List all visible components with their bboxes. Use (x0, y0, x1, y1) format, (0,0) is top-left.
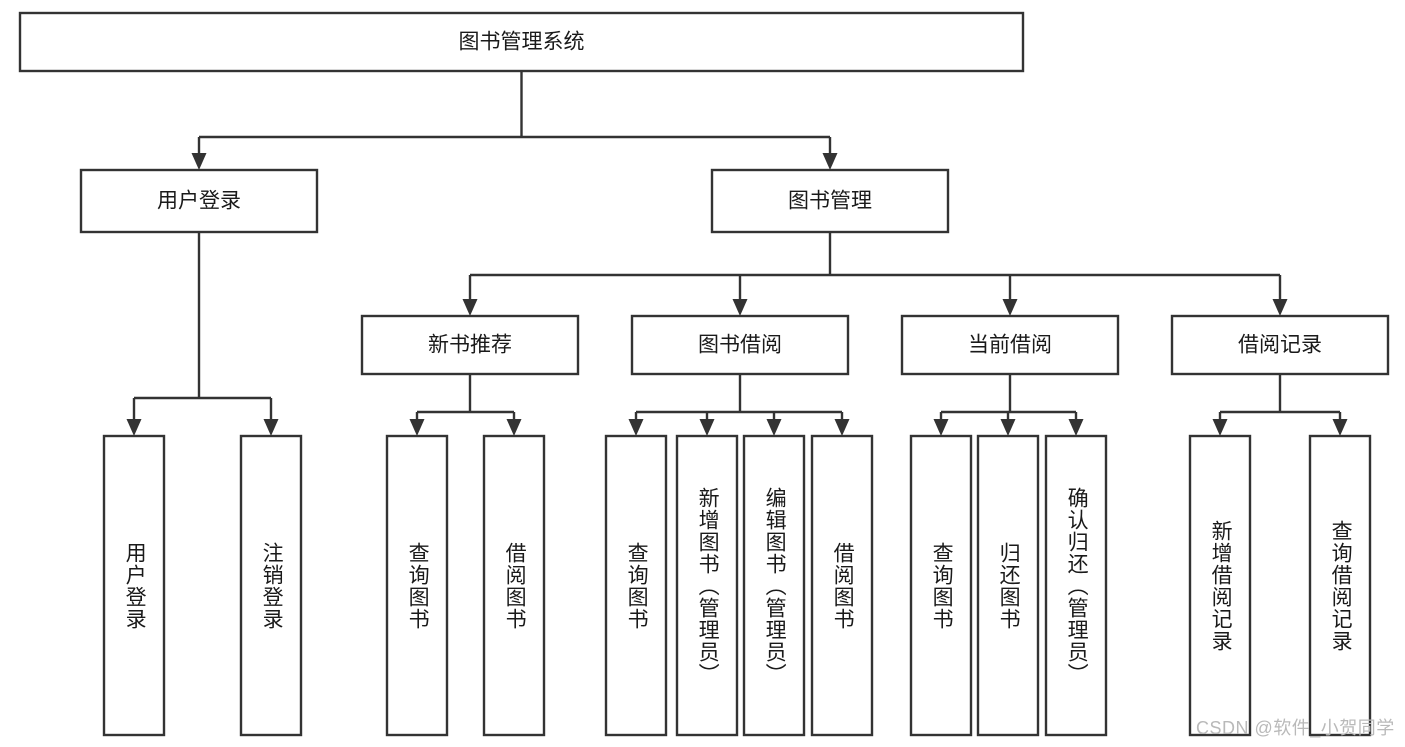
node-leaf-edit-book[interactable] (742, 434, 806, 737)
arrow-head-icon (126, 419, 142, 436)
arrow-head-icon (822, 153, 838, 170)
connectors-layer (126, 71, 1348, 436)
node-leaf-add-book[interactable] (675, 434, 739, 737)
node-root-label: 图书管理系统 (459, 31, 585, 54)
node-leaf-query-book-2[interactable] (604, 434, 668, 737)
arrow-head-icon (1272, 299, 1288, 316)
node-leaf-query-book-3[interactable] (909, 434, 973, 737)
arrow-head-icon (191, 153, 207, 170)
arrow-head-icon (834, 419, 850, 436)
arrow-head-icon (933, 419, 949, 436)
arrow-head-icon (506, 419, 522, 436)
arrow-head-icon (1068, 419, 1084, 436)
node-leaf-query-record[interactable] (1308, 434, 1372, 737)
node-current-borrow-label: 当前借阅 (968, 334, 1052, 357)
node-leaf-confirm-return[interactable] (1044, 434, 1108, 737)
arrow-head-icon (1002, 299, 1018, 316)
node-book-borrow[interactable] (630, 314, 850, 376)
node-leaf-query-book-1[interactable] (385, 434, 449, 737)
node-user-login-label: 用户登录 (157, 190, 241, 213)
node-new-book-recommend[interactable] (360, 314, 580, 376)
node-user-login[interactable] (79, 168, 319, 234)
arrow-head-icon (1212, 419, 1228, 436)
node-current-borrow[interactable] (900, 314, 1120, 376)
arrow-head-icon (263, 419, 279, 436)
arrow-head-icon (766, 419, 782, 436)
watermark-text: CSDN @软件_小贺同学 (1196, 718, 1395, 738)
arrow-head-icon (699, 419, 715, 436)
node-leaf-user-login[interactable] (102, 434, 166, 737)
node-borrow-record-label: 借阅记录 (1238, 334, 1322, 357)
node-leaf-return-book[interactable] (976, 434, 1040, 737)
node-new-book-recommend-label: 新书推荐 (428, 334, 512, 357)
arrow-head-icon (462, 299, 478, 316)
node-book-manage[interactable] (710, 168, 950, 234)
node-leaf-user-logout[interactable] (239, 434, 303, 737)
arrow-head-icon (1000, 419, 1016, 436)
arrow-head-icon (628, 419, 644, 436)
arrow-head-icon (409, 419, 425, 436)
arrow-head-icon (1332, 419, 1348, 436)
node-book-borrow-label: 图书借阅 (698, 334, 782, 357)
node-borrow-record[interactable] (1170, 314, 1390, 376)
node-leaf-add-record[interactable] (1188, 434, 1252, 737)
node-leaf-borrow-book-2[interactable] (810, 434, 874, 737)
node-leaf-borrow-book-1[interactable] (482, 434, 546, 737)
node-root[interactable] (18, 11, 1025, 73)
node-book-manage-label: 图书管理 (788, 190, 872, 213)
arrow-head-icon (732, 299, 748, 316)
